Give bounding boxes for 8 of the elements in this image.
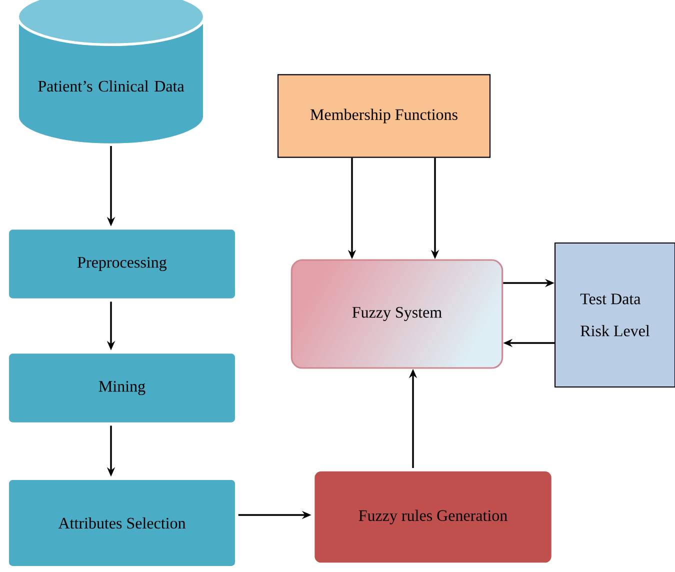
process-box: Fuzzy System	[290, 259, 504, 369]
process-box: Mining	[6, 350, 238, 426]
process-box: Fuzzy rules Generation	[311, 468, 555, 566]
output-box: Test Data Risk Level	[554, 242, 675, 388]
process-box: Preprocessing	[6, 226, 238, 302]
process-box: Membership Functions	[277, 74, 491, 158]
database-cylinder: Patient’s Clinical Data	[16, 0, 206, 146]
process-box: Attributes Selection	[6, 476, 238, 570]
